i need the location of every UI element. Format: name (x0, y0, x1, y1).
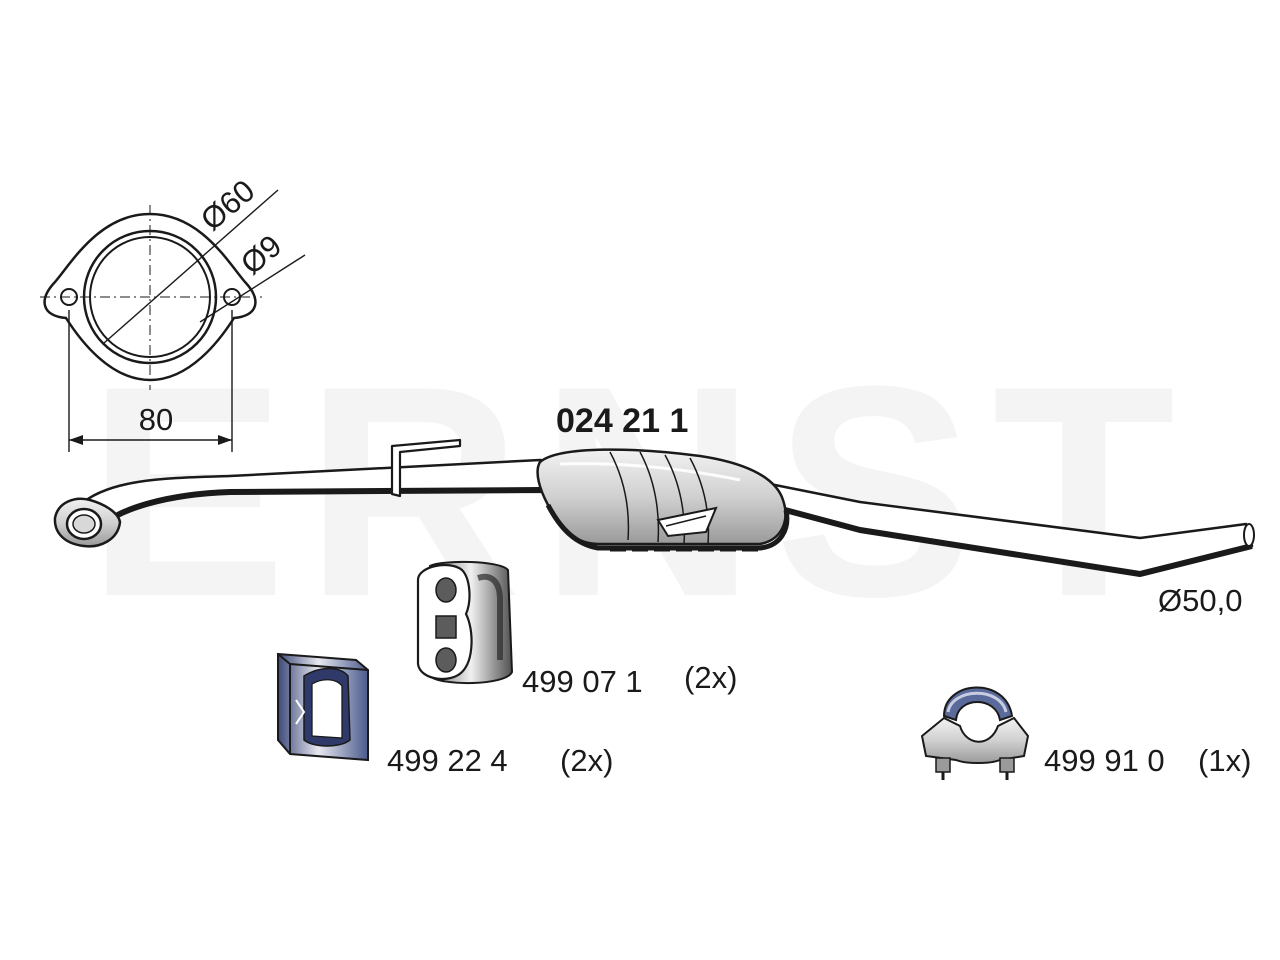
outlet-diameter-label: Ø50,0 (1158, 583, 1242, 618)
dim-arrow-left (69, 435, 83, 445)
accessory-part-499224: 499 22 4 (387, 743, 508, 778)
dim-arrow-right (218, 435, 232, 445)
pipe-outlet-end (1243, 523, 1255, 547)
label-outer-diameter: Ø60 (194, 173, 261, 237)
dim-line-outer-diameter (103, 189, 279, 344)
accessory-part-499910: 499 91 0 (1044, 743, 1165, 778)
accessory-qty-499224: (2x) (560, 743, 613, 778)
accessory-part-499071: 499 07 1 (522, 664, 643, 699)
mounting-clip-icon (277, 652, 369, 762)
hanger-rod (390, 438, 462, 498)
rubber-hanger-icon (416, 560, 514, 684)
exhaust-assembly (53, 438, 1255, 577)
accessory-qty-499071: (2x) (684, 660, 737, 695)
inlet-flange (53, 497, 122, 548)
flange-detail (40, 189, 306, 452)
accessory-qty-499910: (1x) (1198, 743, 1251, 778)
part-number-title: 024 21 1 (556, 402, 688, 440)
dim-line-bolt-hole (199, 254, 306, 323)
catalytic-converter (536, 448, 790, 552)
label-bolt-spacing: 80 (139, 402, 173, 437)
u-bolt-clamp-icon (920, 686, 1030, 780)
label-bolt-hole: Ø9 (234, 228, 288, 281)
